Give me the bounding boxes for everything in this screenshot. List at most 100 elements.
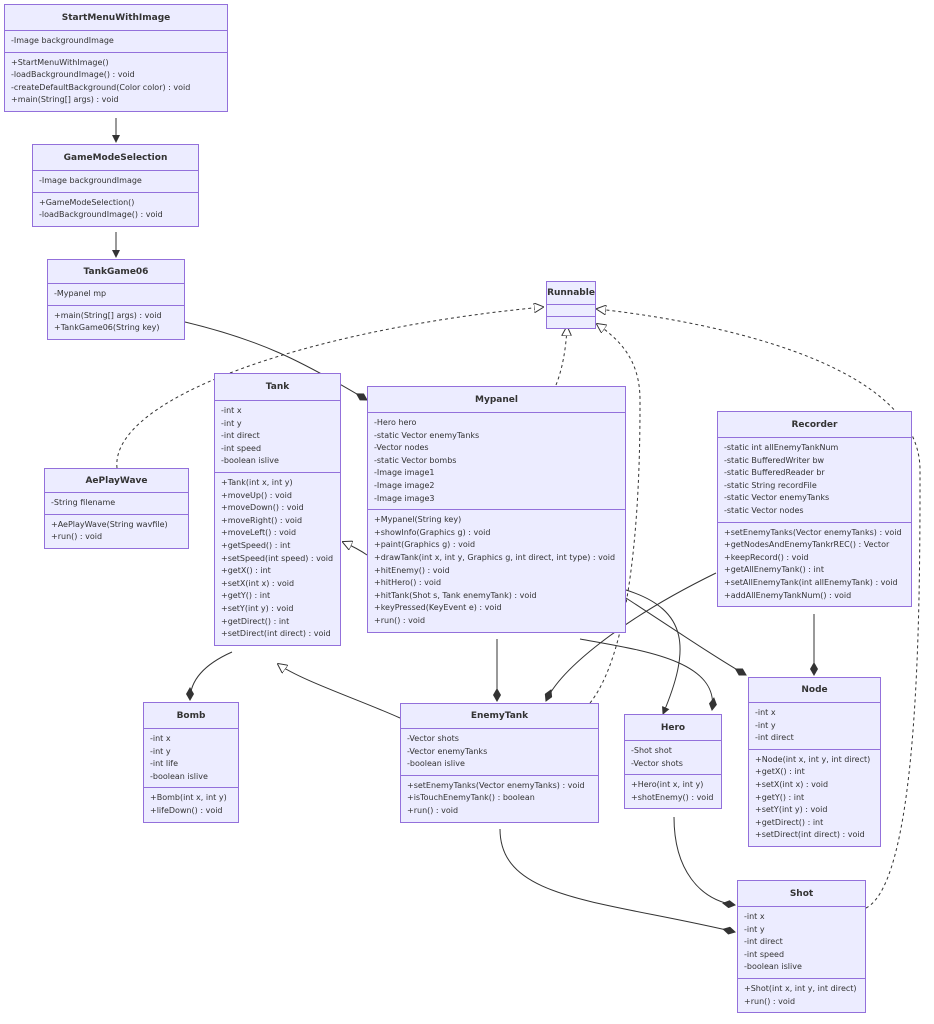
method: +isTouchEnemyTank() : boolean xyxy=(407,793,535,803)
method: +setX(int x) : void xyxy=(755,779,829,789)
method: +setAllEnemyTank(int allEnemyTank) : voi… xyxy=(724,577,898,587)
method: +getY() : int xyxy=(755,792,805,802)
attribute: -boolean islive xyxy=(407,759,465,769)
attribute: -int y xyxy=(744,924,765,934)
class-box-hero[interactable]: Hero-Shot shot-Vector shots+Hero(int x, … xyxy=(624,714,722,810)
relation-composition-tank-to-bomb xyxy=(186,651,233,701)
attributes-section: -String filename xyxy=(45,493,188,514)
method: +Bomb(int x, int y) xyxy=(150,793,227,803)
attribute: -int x xyxy=(150,734,171,743)
methods-section: +Mypanel(String key)+showInfo(Graphics g… xyxy=(368,509,625,631)
attribute: -Image image2 xyxy=(374,480,435,490)
relation-realization-shot-to-runnable xyxy=(597,309,921,909)
attribute: -boolean islive xyxy=(744,962,802,972)
attributes-section: -int x -int y -int life -boolean islive xyxy=(144,729,238,787)
methods-section xyxy=(547,316,595,328)
method: +run() : void xyxy=(374,615,426,625)
relation-composition-hero-to-shot xyxy=(673,816,736,909)
class-box-bomb[interactable]: Bomb-int x-int y-int life-boolean islive… xyxy=(143,702,239,823)
attribute: -static Vector enemyTanks xyxy=(374,430,480,440)
method: +run() : void xyxy=(407,805,459,815)
attributes-section: -Shot shot -Vector shots xyxy=(625,741,721,774)
attribute: -static Vector enemyTanks xyxy=(724,493,830,503)
class-name: TankGame06 xyxy=(48,260,184,284)
method: +moveLeft() : void xyxy=(221,528,297,538)
method: +GameModeSelection() xyxy=(39,197,135,207)
attributes-section: -static int allEnemyTankNum-static Buffe… xyxy=(718,438,911,522)
method: +getX() : int xyxy=(221,566,271,576)
class-box-node[interactable]: Node-int x-int y-int direct+Node(int x, … xyxy=(748,677,881,847)
attribute: -Vector enemyTanks xyxy=(407,746,488,756)
attribute: -int speed xyxy=(221,443,262,453)
class-box-game-mode-selection[interactable]: GameModeSelection -Image backgroundImage +… xyxy=(32,144,199,227)
attribute: -int direct xyxy=(221,431,260,441)
methods-section: +Hero(int x, int y) +shotEnemy() : void xyxy=(625,774,721,808)
attribute: -boolean islive xyxy=(221,456,279,466)
attributes-section: -int x-int y-int direct xyxy=(749,703,880,749)
method: +Tank(int x, int y) xyxy=(221,477,293,487)
class-box-recorder[interactable]: Recorder-static int allEnemyTankNum-stat… xyxy=(717,411,912,608)
relation-composition-enemy-tank-to-shot xyxy=(499,828,736,935)
method: +paint(Graphics g) : void xyxy=(374,540,476,550)
method: +setSpeed(int speed) : void xyxy=(221,553,334,563)
class-name: EnemyTank xyxy=(401,704,598,729)
attribute: -static BufferedReader br xyxy=(724,468,825,478)
method: +getDirect() : int xyxy=(221,616,290,626)
attribute: -Image image1 xyxy=(374,468,435,478)
class-box-shot[interactable]: Shot-int x-int y-int direct-int speed-bo… xyxy=(737,880,866,1014)
method: -loadBackgroundImage() : void xyxy=(11,70,135,80)
method: +getDirect() : int xyxy=(755,817,824,827)
attributes-section: -int x-int y-int direct-int speed-boolea… xyxy=(738,907,865,978)
method: +addAllEnemyTankNum() : void xyxy=(724,590,852,600)
attributes-section xyxy=(547,305,595,316)
class-box-tank-game06[interactable]: TankGame06-Mypanel mp+main(String[] args… xyxy=(47,259,185,340)
method: +moveDown() : void xyxy=(221,503,304,513)
method: +moveUp() : void xyxy=(221,490,292,500)
relation-composition-mypanel-to-hero xyxy=(579,638,717,711)
attribute: -Shot shot xyxy=(631,746,672,755)
methods-section: +setEnemyTanks(Vector enemyTanks) : void… xyxy=(718,521,911,607)
class-box-tank[interactable]: Tank-int x-int y-int direct-int speed-bo… xyxy=(214,373,341,646)
class-box-start-menu-with-image[interactable]: StartMenuWithImage-Image backgroundImage… xyxy=(4,4,228,112)
attributes-section: -Hero hero-static Vector enemyTanks-Vect… xyxy=(368,413,625,509)
method: +main(String[] args) : void xyxy=(54,310,162,320)
attribute: -static Vector bombs xyxy=(374,455,457,465)
class-name: Shot xyxy=(738,881,865,907)
class-name: Tank xyxy=(215,374,340,401)
class-box-runnable[interactable]: Runnable xyxy=(546,281,596,329)
attribute: -static BufferedWriter bw xyxy=(724,455,825,465)
attribute: -String filename xyxy=(51,498,116,507)
attribute: -Vector shots xyxy=(631,758,683,768)
method: +hitHero() : void xyxy=(374,578,442,588)
method: +setDirect(int direct) : void xyxy=(755,830,865,840)
class-box-mypanel[interactable]: Mypanel-Hero hero-static Vector enemyTan… xyxy=(367,386,626,633)
attributes-section: -Image backgroundImage xyxy=(5,31,227,52)
attribute: -boolean islive xyxy=(150,771,208,781)
relation-composition-mypanel-to-node xyxy=(625,597,747,676)
class-name: GameModeSelection xyxy=(33,145,198,171)
attribute: -int x xyxy=(755,708,776,717)
attribute: -Vector nodes xyxy=(374,443,429,453)
attribute: -Image backgroundImage xyxy=(39,176,142,185)
attributes-section: -Image backgroundImage xyxy=(33,171,198,192)
attribute: -static String recordFile xyxy=(724,480,817,490)
attribute: -int life xyxy=(150,759,179,769)
method: +shotEnemy() : void xyxy=(631,792,714,802)
method: +getNodesAndEnemyTankrREC() : Vector xyxy=(724,540,890,550)
methods-section: +Node(int x, int y, int direct)+getX() :… xyxy=(749,748,880,846)
relation-association-mypanel-to-hero xyxy=(625,589,681,715)
attribute: -int y xyxy=(221,418,242,428)
class-box-ae-play-wave[interactable]: AePlayWave -String filename +AePlayWave(St… xyxy=(44,468,189,549)
method: +Node(int x, int y, int direct) xyxy=(755,754,871,764)
methods-section: +Shot(int x, int y, int direct)+run() : … xyxy=(738,977,865,1012)
class-box-enemy-tank[interactable]: EnemyTank-Vector shots-Vector enemyTanks… xyxy=(400,703,599,823)
method: +Hero(int x, int y) xyxy=(631,780,704,790)
attribute: -int y xyxy=(150,746,171,756)
class-name: AePlayWave xyxy=(45,469,188,493)
relation-inheritance-enemy-tank-to-tank xyxy=(278,664,401,719)
methods-section: +AePlayWave(String wavfile)+run() : void xyxy=(45,513,188,548)
method: -loadBackgroundImage() : void xyxy=(39,210,163,220)
methods-section: +setEnemyTanks(Vector enemyTanks) : void… xyxy=(401,774,598,822)
method: +getSpeed() : int xyxy=(221,540,291,550)
